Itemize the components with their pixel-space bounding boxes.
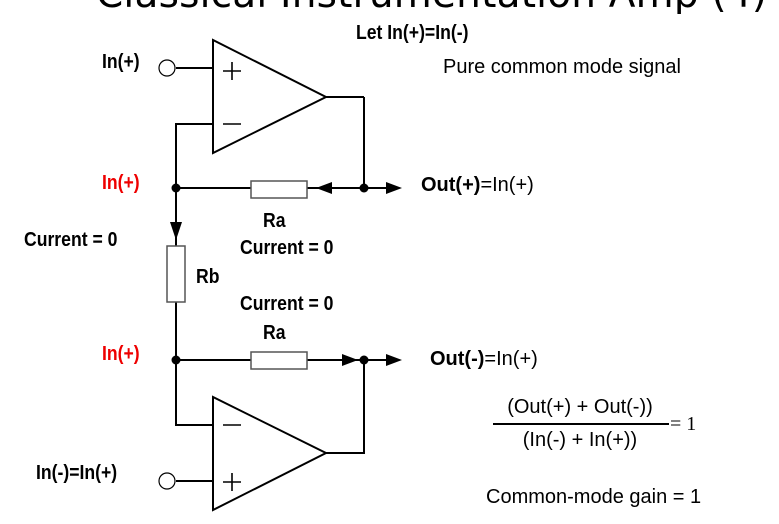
junction-lower-left: [171, 355, 181, 365]
equation-result: = 1: [670, 413, 697, 435]
bottom-input-terminal: [158, 472, 176, 490]
out-plus-label: Out(+)=In(+): [421, 175, 534, 195]
node-top-label: In(+): [102, 172, 140, 194]
resistor-rb: [166, 245, 186, 303]
arrow-down-rb: [170, 222, 182, 240]
out-minus-name: Out(-): [430, 348, 485, 370]
common-mode-gain-equation: (Out(+) + Out(-)) (In(-) + In(+)): [490, 396, 670, 452]
equation-numerator: (Out(+) + Out(-)): [507, 396, 653, 418]
junction-upper-right: [359, 183, 369, 193]
ra-bottom-label: Ra: [263, 322, 286, 344]
slide-title-clipped: Classical Instrumentation Amp (4): [0, 0, 779, 14]
rb-label: Rb: [196, 266, 220, 288]
arrow-left-upper-ra: [316, 182, 332, 194]
slide-title: Classical Instrumentation Amp (4): [96, 0, 767, 14]
equation-denominator: (In(-) + In(+)): [522, 428, 638, 451]
out-plus-value: =In(+): [480, 174, 534, 196]
arrow-right-out-plus: [386, 182, 402, 194]
junction-upper-left: [171, 183, 181, 193]
let-statement: Let In(+)=In(-): [356, 22, 469, 44]
current-left-label: Current = 0: [24, 229, 118, 251]
input-bottom-label: In(-)=In(+): [36, 462, 118, 484]
resistor-ra-bottom: [250, 351, 308, 370]
current-upper-ra-label: Current = 0: [240, 237, 334, 259]
pure-common-mode-note: Pure common mode signal: [443, 56, 681, 78]
ra-top-label: Ra: [263, 210, 286, 232]
arrow-right-lower-ra: [342, 354, 358, 366]
top-feedback-wire: [175, 123, 213, 188]
node-bottom-label: In(+): [102, 343, 140, 365]
bottom-feedback-wire: [175, 360, 213, 426]
fraction-bar: [493, 423, 669, 425]
arrow-right-out-minus: [386, 354, 402, 366]
out-plus-name: Out(+): [421, 174, 481, 196]
out-minus-value: =In(+): [484, 348, 538, 370]
top-input-terminal: [158, 59, 176, 77]
junction-lower-right: [359, 355, 369, 365]
top-opamp: [212, 38, 329, 155]
current-lower-ra-label: Current = 0: [240, 293, 334, 315]
out-minus-label: Out(-)=In(+): [430, 349, 538, 369]
resistor-ra-top: [250, 180, 308, 199]
bottom-output-wire: [326, 360, 365, 454]
common-mode-gain-conclusion: Common-mode gain = 1: [486, 486, 702, 508]
input-top-label: In(+): [102, 51, 140, 73]
bottom-opamp: [212, 395, 329, 512]
